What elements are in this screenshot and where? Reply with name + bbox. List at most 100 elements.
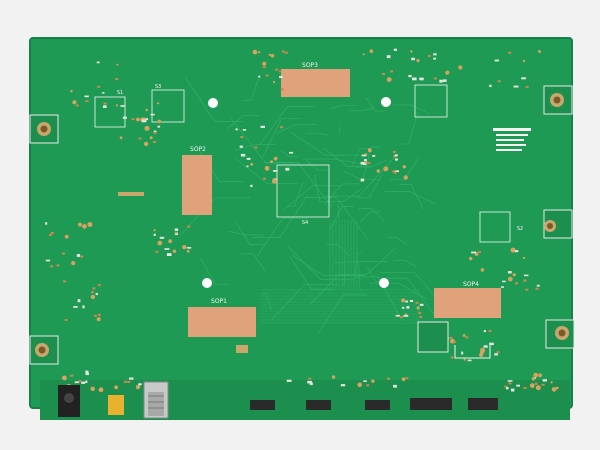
silk-mark [360,161,365,165]
smd-pad [418,311,422,314]
trace [279,149,299,158]
silk-mark [164,248,170,250]
via [445,70,450,75]
sop-pads: SOP3 SOP2 SOP1 SOP4 [182,62,501,337]
via [90,386,95,391]
hole [208,98,218,108]
smd-pad [50,265,54,268]
silk-mark [363,380,367,382]
silk-mark [393,384,397,388]
via [145,108,148,112]
via [357,382,363,388]
via [71,261,76,266]
silk-mark [412,77,417,81]
via [135,384,141,390]
smd-pad [525,85,529,88]
silk-mark [360,178,365,182]
silk-mark [240,153,246,157]
silk-mark [483,345,488,348]
silk-mark [167,253,172,256]
trace [238,253,268,274]
trace [270,284,339,321]
via [143,141,149,147]
trace [313,174,326,203]
via [402,165,406,169]
smd-pad [453,340,456,343]
silk-mark [340,384,346,387]
via [157,102,160,105]
via [262,61,267,66]
via [401,298,406,303]
via [403,175,408,180]
silk-mark [95,293,98,296]
silk-mark [411,57,415,61]
via [523,256,526,260]
smd-pad [450,356,454,359]
smd-pad [279,70,283,73]
silk-mark [521,77,527,80]
smd-pad [508,51,512,54]
silk-mark [102,92,105,94]
trace [365,96,385,112]
smd-pad [496,351,500,354]
sop2-pad [182,155,212,215]
silk-mark [489,84,492,88]
silk-mark [494,59,499,62]
silk-mark [395,158,398,161]
smd-pad [262,66,266,69]
silk-mark [258,75,261,78]
trace [235,158,298,184]
smd-pad [433,77,437,80]
trace [393,104,430,115]
silk-mark [362,163,367,165]
smd-pad [50,231,54,234]
sop2-label: SOP2 [190,146,206,153]
trace [326,244,350,257]
via [64,234,69,239]
trace [380,277,435,316]
silk-mark [73,306,78,308]
silk-mark [174,228,179,231]
trace [361,146,380,183]
via [82,224,87,229]
silk-mark [246,157,251,160]
silk-mark [523,274,529,277]
smd-pad [478,250,482,253]
trace [234,220,265,245]
silk-mark [403,315,409,317]
smd-pad [405,377,409,380]
silk-mark [85,370,89,373]
via [364,160,368,164]
via [533,372,539,378]
silk-mark [289,151,294,154]
plain-holes [202,97,391,288]
via [136,117,140,122]
via [416,306,420,310]
trace-group [180,75,450,334]
smd-pad [263,177,267,180]
silk-mark [141,119,147,123]
via [371,379,375,383]
silk-mark [157,125,161,128]
smd-pad [523,279,527,282]
via [149,136,153,140]
silk-mark [285,167,290,171]
trace [200,257,230,285]
via [480,347,485,353]
via [72,100,77,105]
via [186,249,190,253]
via [273,81,276,84]
via [115,104,118,107]
trace [343,254,346,286]
silk-mark [419,77,424,81]
smd-pad [127,380,131,383]
smd-pad [275,68,279,71]
via [531,377,536,381]
smd-pad [155,250,159,253]
via [258,51,261,54]
via [416,59,420,63]
silk-mark [433,53,437,56]
smd-pad [504,385,508,388]
silk-mark [122,116,127,119]
trace [333,261,387,264]
